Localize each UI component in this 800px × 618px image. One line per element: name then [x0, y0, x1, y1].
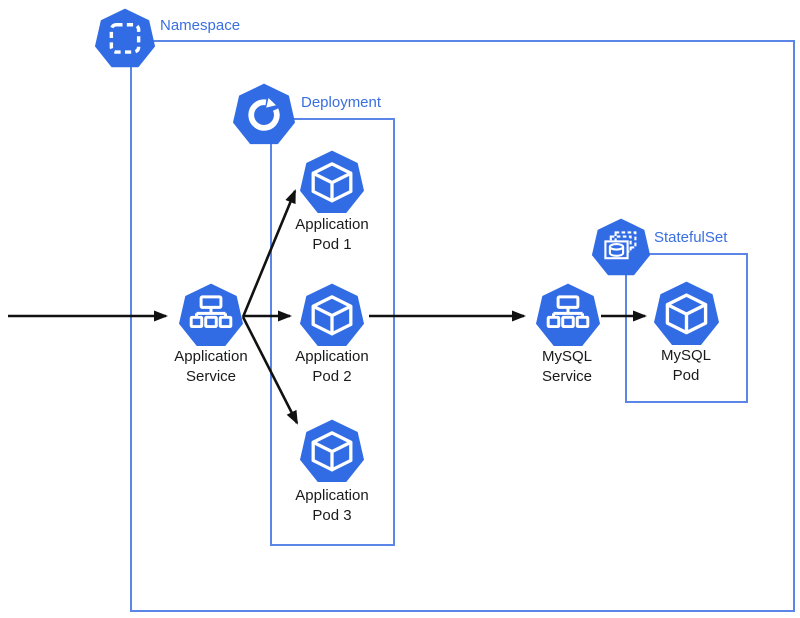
application-pod-2-label: Application Pod 2 [295, 348, 369, 385]
edge-app-service-to-app-pod-3 [241, 316, 299, 425]
statefulset-icon [591, 218, 651, 278]
namespace-label: Namespace [160, 17, 241, 34]
deployment-icon [232, 83, 296, 147]
application-pod-3-label: Application Pod 3 [295, 487, 369, 524]
namespace-boundary [130, 40, 795, 612]
application-pod-2-icon [299, 283, 365, 349]
mysql-pod-label: MySQL Pod [660, 347, 712, 384]
application-service-icon [178, 283, 244, 349]
statefulset-label: StatefulSet [654, 229, 728, 246]
deployment-label: Deployment [301, 94, 382, 111]
application-service-label: Application Service [174, 348, 248, 385]
statefulset-boundary [625, 253, 748, 403]
mysql-pod-icon [653, 281, 720, 348]
mysql-service-label: MySQL Service [541, 348, 593, 385]
application-pod-1-label: Application Pod 1 [295, 216, 369, 253]
namespace-icon [94, 8, 156, 70]
application-pod-1-icon [299, 150, 365, 216]
edge-app-service-to-app-pod-1 [241, 189, 297, 318]
application-pod-3-icon [299, 419, 365, 485]
mysql-service-icon [535, 283, 601, 349]
deployment-boundary [270, 118, 395, 546]
